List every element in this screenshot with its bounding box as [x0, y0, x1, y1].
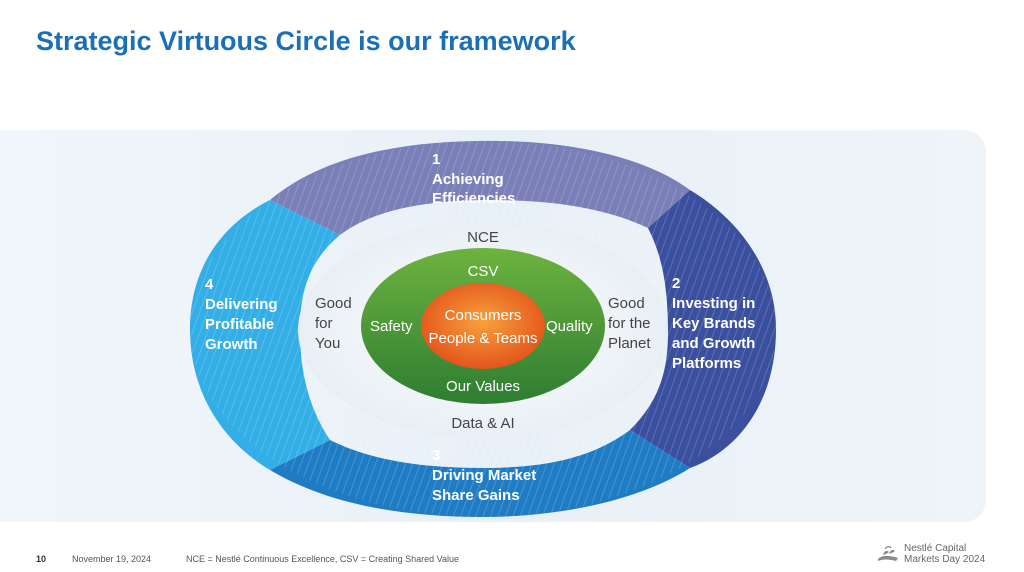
- core-ellipse: [421, 283, 545, 369]
- csv-label: CSV: [468, 263, 499, 280]
- good-for-planet-line3: Planet: [608, 335, 651, 352]
- footer-note: NCE = Nestlé Continuous Excellence, CSV …: [186, 554, 459, 564]
- segment-3-line1: Driving Market: [432, 467, 536, 484]
- good-for-you-line2: for: [315, 315, 333, 332]
- segment-2-number: 2: [672, 275, 680, 292]
- segment-4-number: 4: [205, 276, 214, 293]
- good-for-planet-line2: for the: [608, 315, 651, 332]
- data-ai-label: Data & AI: [451, 415, 514, 432]
- segment-2-line1: Investing in: [672, 295, 755, 312]
- segment-2-line3: and Growth: [672, 335, 755, 352]
- good-for-you-line3: You: [315, 335, 340, 352]
- segment-1-line1: Achieving: [432, 171, 504, 188]
- good-for-you-line1: Good: [315, 295, 352, 312]
- footer-date: November 19, 2024: [72, 554, 152, 564]
- segment-4-line2: Profitable: [205, 316, 274, 333]
- quality-label: Quality: [546, 318, 593, 335]
- segment-4-line1: Delivering: [205, 296, 278, 313]
- segment-4-line3: Growth: [205, 336, 258, 353]
- brand-line2: Markets Day 2024: [904, 554, 986, 565]
- brand-text: Nestlé Capital Markets Day 2024: [904, 543, 985, 565]
- page-number: 10: [36, 554, 47, 564]
- brand-logo: Nestlé Capital Markets Day 2024: [876, 543, 996, 569]
- nest-birds-icon: [878, 546, 898, 561]
- safety-label: Safety: [370, 318, 413, 335]
- segment-3-line2: Share Gains: [432, 487, 520, 504]
- segment-3-number: 3: [432, 447, 440, 464]
- nce-label: NCE: [467, 229, 499, 246]
- our-values-label: Our Values: [446, 378, 520, 395]
- brand-line1: Nestlé Capital: [904, 543, 967, 554]
- good-for-planet-line1: Good: [608, 295, 645, 312]
- core-line1: Consumers: [445, 307, 522, 324]
- segment-2-line2: Key Brands: [672, 315, 755, 332]
- segment-1-line2: Efficiencies: [432, 190, 515, 207]
- page-title: Strategic Virtuous Circle is our framewo…: [36, 26, 576, 56]
- core-line2: People & Teams: [429, 330, 538, 347]
- segment-2-line4: Platforms: [672, 355, 741, 372]
- segment-1-number: 1: [432, 151, 440, 168]
